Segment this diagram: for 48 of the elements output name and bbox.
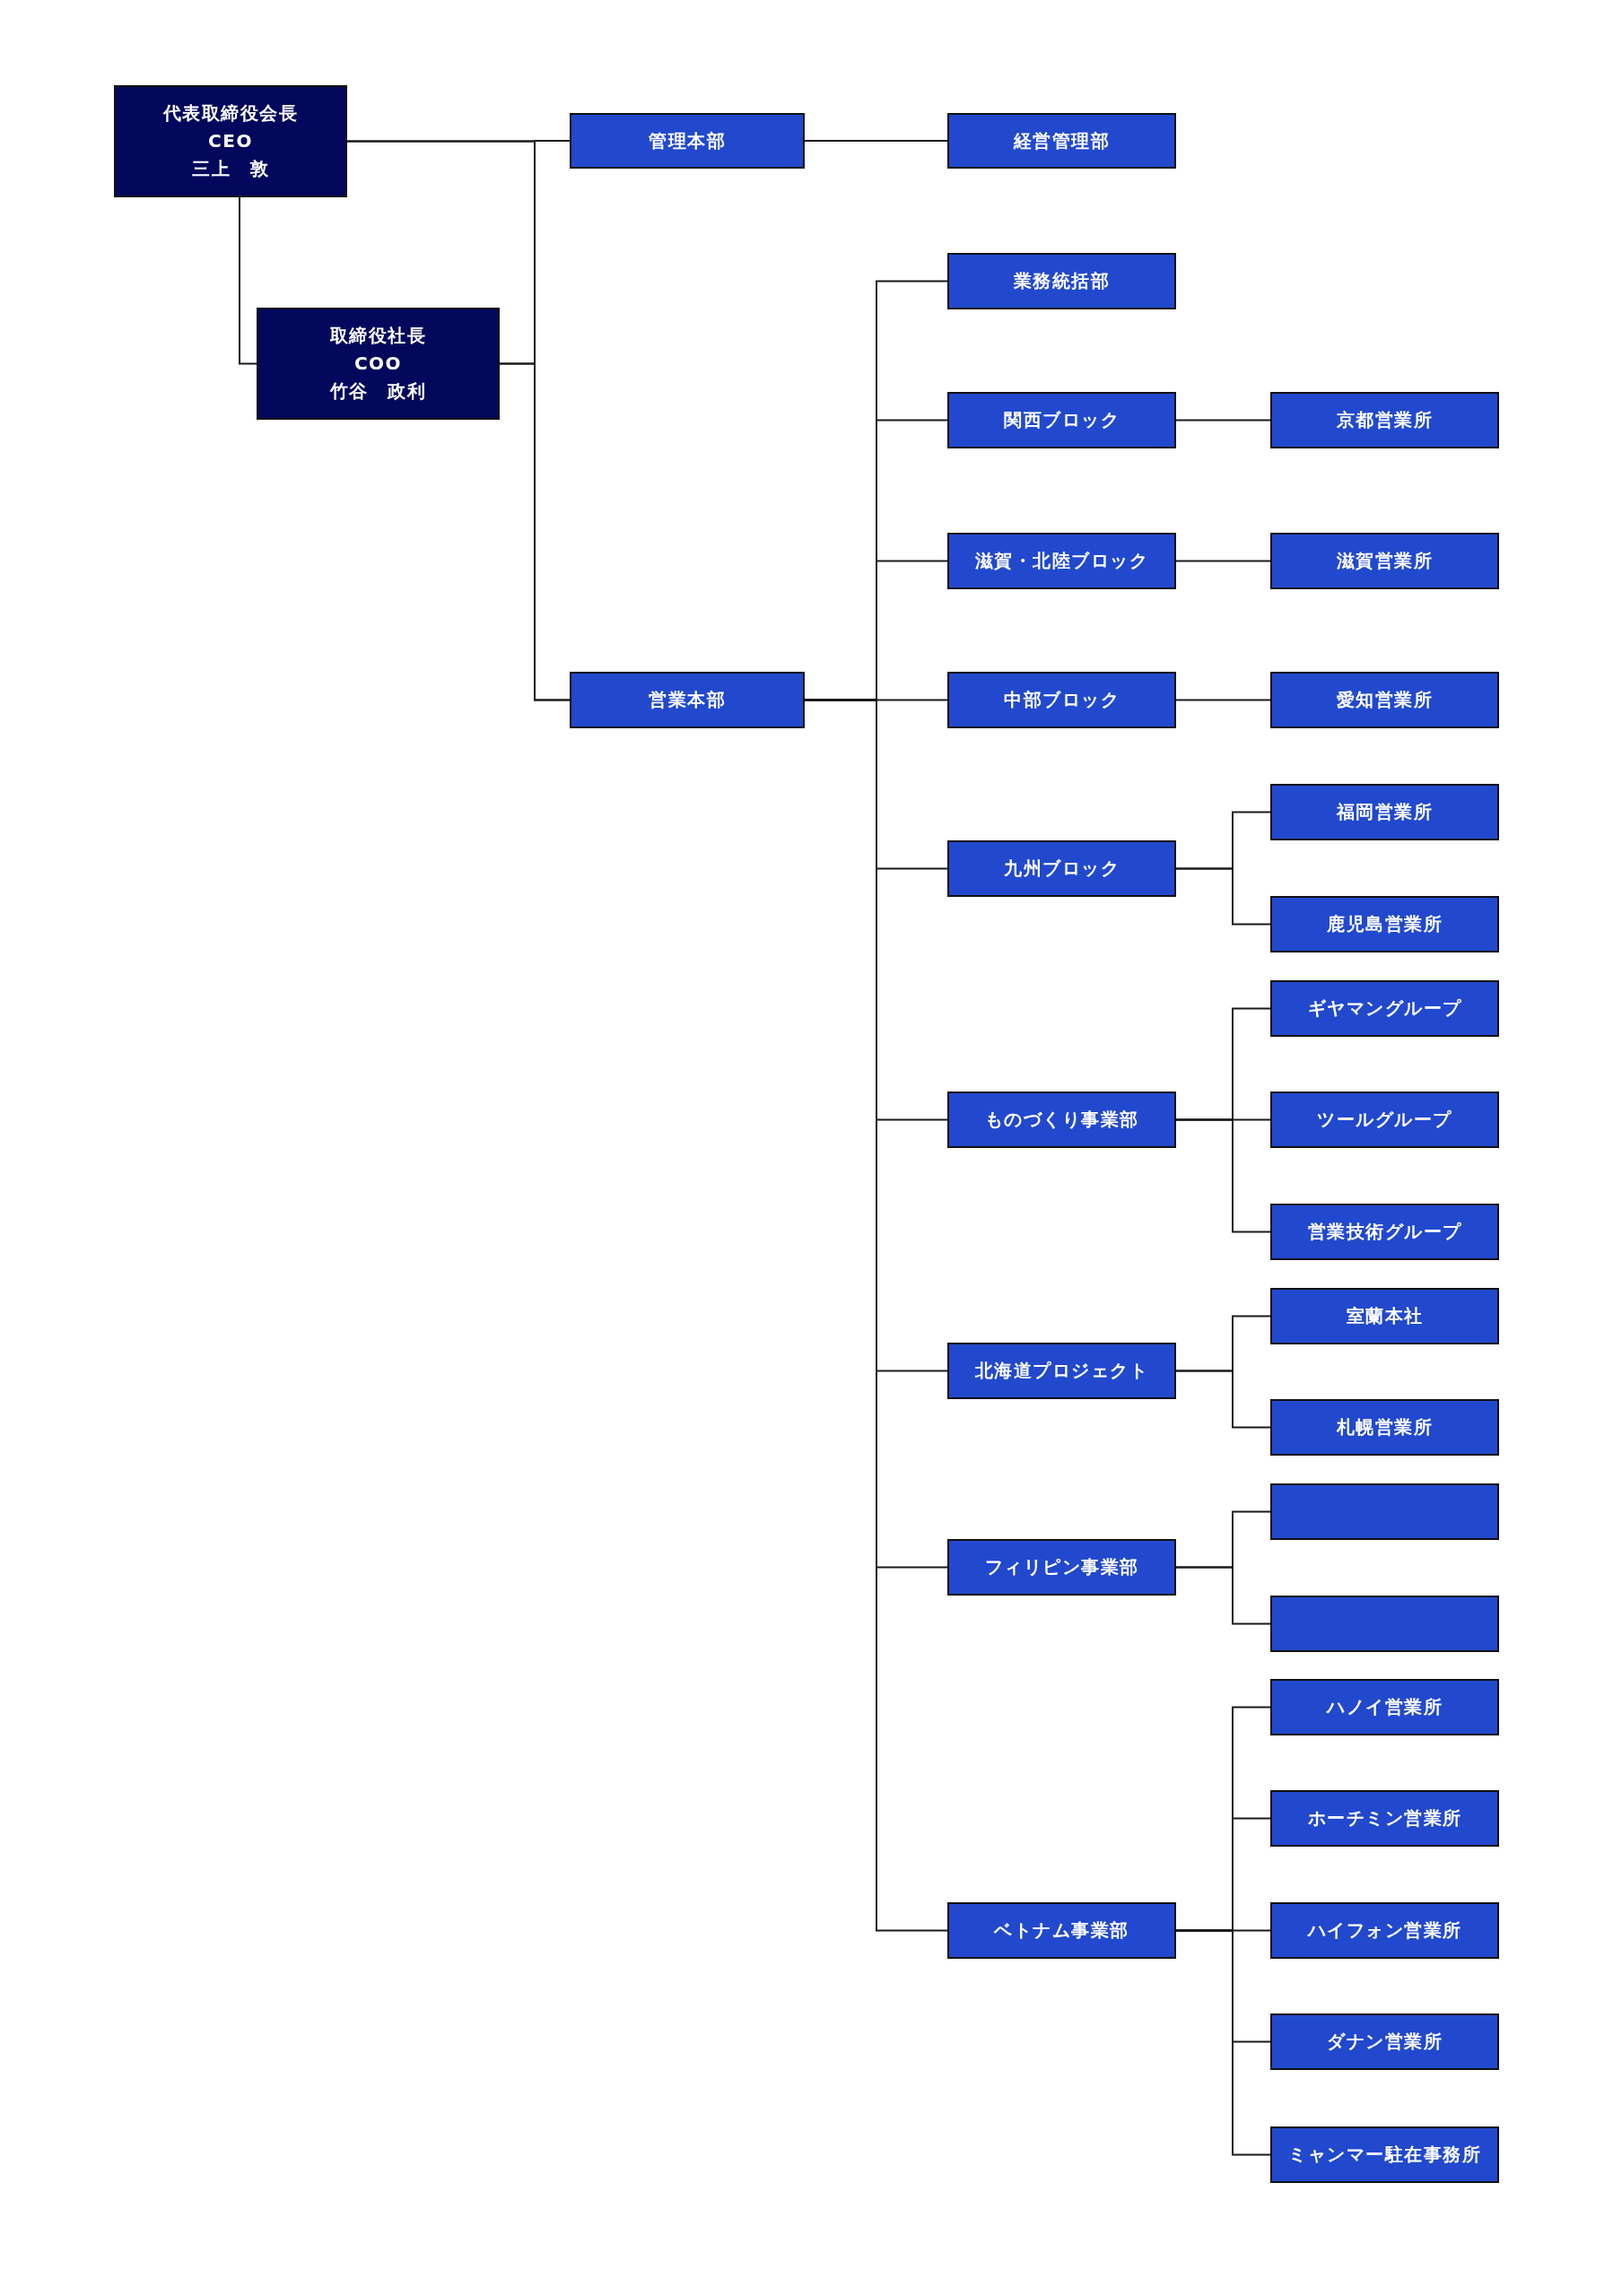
department-box: ハイフォン営業所 xyxy=(1270,1902,1499,1959)
department-box: 経営管理部 xyxy=(947,113,1176,169)
department-box: ホーチミン営業所 xyxy=(1270,1790,1499,1847)
department-box: 札幌営業所 xyxy=(1270,1399,1499,1456)
person-name: 竹谷 政利 xyxy=(329,379,427,404)
department-box: ツールグループ xyxy=(1270,1091,1499,1148)
connector-line xyxy=(804,140,948,142)
role-label: COO xyxy=(353,352,403,376)
department-box: 福岡営業所 xyxy=(1270,784,1499,840)
department-box: 北海道プロジェクト xyxy=(947,1343,1176,1399)
connector-line xyxy=(1175,1929,1271,2156)
connector-line xyxy=(239,196,257,365)
department-box: ハノイ営業所 xyxy=(1270,1679,1499,1735)
department-box: 滋賀・北陸ブロック xyxy=(947,533,1176,589)
connector-line xyxy=(1175,560,1271,562)
connector-line xyxy=(499,362,571,701)
department-box: 関西ブロック xyxy=(947,392,1176,448)
department-box: ベトナム事業部 xyxy=(947,1902,1176,1959)
position-title: 取締役社長 xyxy=(329,324,427,348)
department-box: ダナン営業所 xyxy=(1270,2013,1499,2070)
department-box: 九州ブロック xyxy=(947,840,1176,897)
department-box: 中部ブロック xyxy=(947,672,1176,728)
department-box xyxy=(1270,1483,1499,1540)
department-box: 鹿児島営業所 xyxy=(1270,896,1499,952)
role-label: CEO xyxy=(208,129,253,153)
person-name: 三上 敦 xyxy=(192,157,269,181)
department-box: 営業本部 xyxy=(570,672,805,728)
connector-line xyxy=(1175,867,1271,926)
connector-line xyxy=(1175,1370,1271,1429)
department-box: 室蘭本社 xyxy=(1270,1288,1499,1344)
department-box: フィリピン事業部 xyxy=(947,1539,1176,1596)
position-title: 代表取締役会長 xyxy=(162,101,299,126)
executive-box xyxy=(257,308,500,420)
connector-line xyxy=(1175,699,1271,701)
executive-box xyxy=(114,85,347,197)
department-box: ギヤマングループ xyxy=(1270,980,1499,1037)
connector-line xyxy=(1175,419,1271,422)
department-box: ものづくり事業部 xyxy=(947,1091,1176,1148)
department-box xyxy=(1270,1596,1499,1652)
department-box: 管理本部 xyxy=(570,113,805,169)
department-box: 京都営業所 xyxy=(1270,392,1499,448)
connector-line xyxy=(1175,1566,1271,1625)
department-box: 業務統括部 xyxy=(947,253,1176,309)
department-box: ミャンマー駐在事務所 xyxy=(1270,2126,1499,2183)
connector-line xyxy=(1175,1118,1271,1233)
department-box: 営業技術グループ xyxy=(1270,1204,1499,1260)
department-box: 滋賀営業所 xyxy=(1270,533,1499,589)
department-box: 愛知営業所 xyxy=(1270,672,1499,728)
